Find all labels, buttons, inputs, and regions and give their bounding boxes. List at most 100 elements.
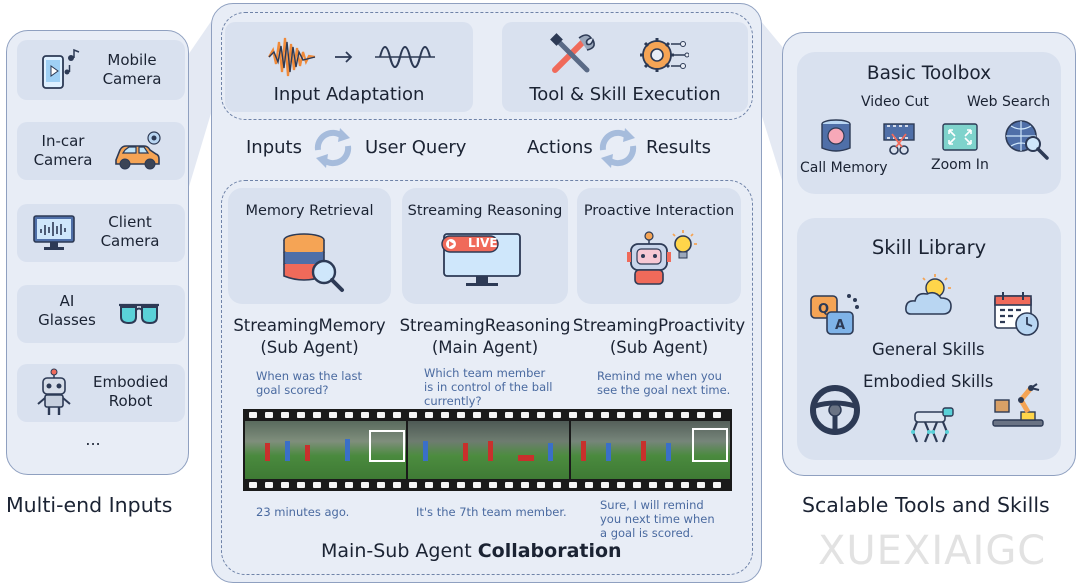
film-sprocket-hole [361,482,369,488]
agent-role: (Sub Agent) [609,338,709,357]
film-sprocket-hole [249,412,257,418]
film-sprocket-hole [521,412,529,418]
module-title: Proactive Interaction [583,203,735,219]
film-sprocket-hole [345,482,353,488]
film-sprocket-hole [281,482,289,488]
robot-lightbulb-icon [627,230,697,285]
film-sprocket-hole [713,412,721,418]
film-sprocket-hole [633,482,641,488]
input-adaptation-label: Input Adaptation [273,84,425,105]
film-sprocket-hole [393,412,401,418]
database-search-icon [283,233,344,292]
cycle-arrows-icon [599,128,637,168]
film-sprocket-hole [553,482,561,488]
live-badge: LIVE [468,236,498,250]
video-film-strip [243,409,732,491]
web-search-icon [1005,120,1049,160]
tool-skill-execution-label: Tool & Skill Execution [529,84,721,105]
skill-library-card: Skill Library Q A General Skills Embodie… [797,218,1061,460]
film-sprocket-hole [329,412,337,418]
film-sprocket-hole [681,412,689,418]
film-sprocket-hole [313,482,321,488]
tool-label-video-cut: Video Cut [861,94,929,110]
input-label-line1: Mobile [107,51,157,69]
film-sprocket-hole [601,412,609,418]
memory-brain-icon [821,119,851,152]
live-monitor-icon [441,233,521,286]
weather-icon [905,274,952,315]
module-title: Memory Retrieval [245,203,374,219]
robot-icon [37,368,71,415]
watermark: XUEXIAIGC [818,528,1047,574]
car-icon [115,131,161,170]
waveform-icon [268,37,435,77]
basic-toolbox-title: Basic Toolbox [866,63,992,84]
film-sprocket-hole [585,482,593,488]
input-label-line2: Glasses [38,311,96,329]
video-frame [571,421,730,479]
film-sprocket-hole [297,482,305,488]
left-panel-title: Multi-end Inputs [6,493,173,517]
module-card-streaming-reasoning: Streaming Reasoning LIVE [402,188,568,304]
mobile-camera-icon [42,48,80,89]
film-sprocket-hole [361,412,369,418]
film-sprocket-hole [489,482,497,488]
input-label-line2: Camera [102,70,162,88]
film-sprocket-hole [537,412,545,418]
collaboration-region [221,180,753,575]
flow-actions-label: Actions [527,137,593,158]
agent-role: (Main Agent) [431,338,539,357]
film-sprocket-hole [585,412,593,418]
film-sprocket-hole [393,482,401,488]
film-sprocket-hole [633,412,641,418]
top-execution-region [221,12,753,120]
user-query-text: Which team member is in control of the b… [424,366,553,408]
user-query-text: Remind me when you see the goal next tim… [597,369,731,397]
film-sprocket-hole [713,482,721,488]
input-adaptation-card: Input Adaptation [225,22,473,112]
agent-name: StreamingMemory [233,316,386,335]
tool-label-call-memory: Call Memory [800,160,888,176]
robot-arm-icon [992,383,1044,427]
agent-role: (Sub Agent) [260,338,359,357]
film-sprocket-hole [409,482,417,488]
film-sprocket-hole [681,482,689,488]
tool-skill-execution-card: Tool & Skill Execution [502,22,748,112]
film-sprocket-hole [473,482,481,488]
film-sprocket-hole [569,482,577,488]
monitor-icon [33,215,75,250]
wrench-screwdriver-icon [550,33,595,73]
film-sprocket-hole [297,412,305,418]
film-sprocket-hole [505,482,513,488]
svg-text:A: A [835,318,845,333]
input-label-line2: Camera [33,151,93,169]
agent-answer-text: 23 minutes ago. [256,505,350,519]
calendar-clock-icon [994,292,1039,336]
video-frame [408,421,569,479]
film-sprocket-hole [505,412,513,418]
input-item-in-car-camera: In-car Camera [17,122,185,180]
agent-answer-text: Sure, I will remind you next time when a… [600,498,715,540]
user-query-text: When was the last goal scored? [256,369,363,397]
film-sprocket-hole [425,412,433,418]
film-sprocket-hole [441,412,449,418]
input-item-mobile-camera: Mobile Camera [17,40,185,100]
film-sprocket-hole [697,412,705,418]
input-item-embodied-robot: Embodied Robot [17,364,185,422]
input-label-line1: AI [59,292,75,310]
film-sprocket-hole [697,482,705,488]
film-sprocket-hole [457,412,465,418]
gear-circuit-icon [640,38,689,72]
module-card-memory-retrieval: Memory Retrieval [228,188,391,304]
film-sprocket-hole [249,482,257,488]
module-title: Streaming Reasoning [407,203,563,219]
film-sprocket-hole [377,412,385,418]
film-sprocket-hole [521,482,529,488]
film-sprocket-hole [665,412,673,418]
input-label-line1: Embodied [93,373,169,391]
flow-inputs-label: Inputs [246,137,302,158]
film-sprocket-hole [377,482,385,488]
film-sprocket-hole [649,412,657,418]
skill-library-title: Skill Library [871,236,987,259]
module-card-proactive-interaction: Proactive Interaction [577,188,741,304]
